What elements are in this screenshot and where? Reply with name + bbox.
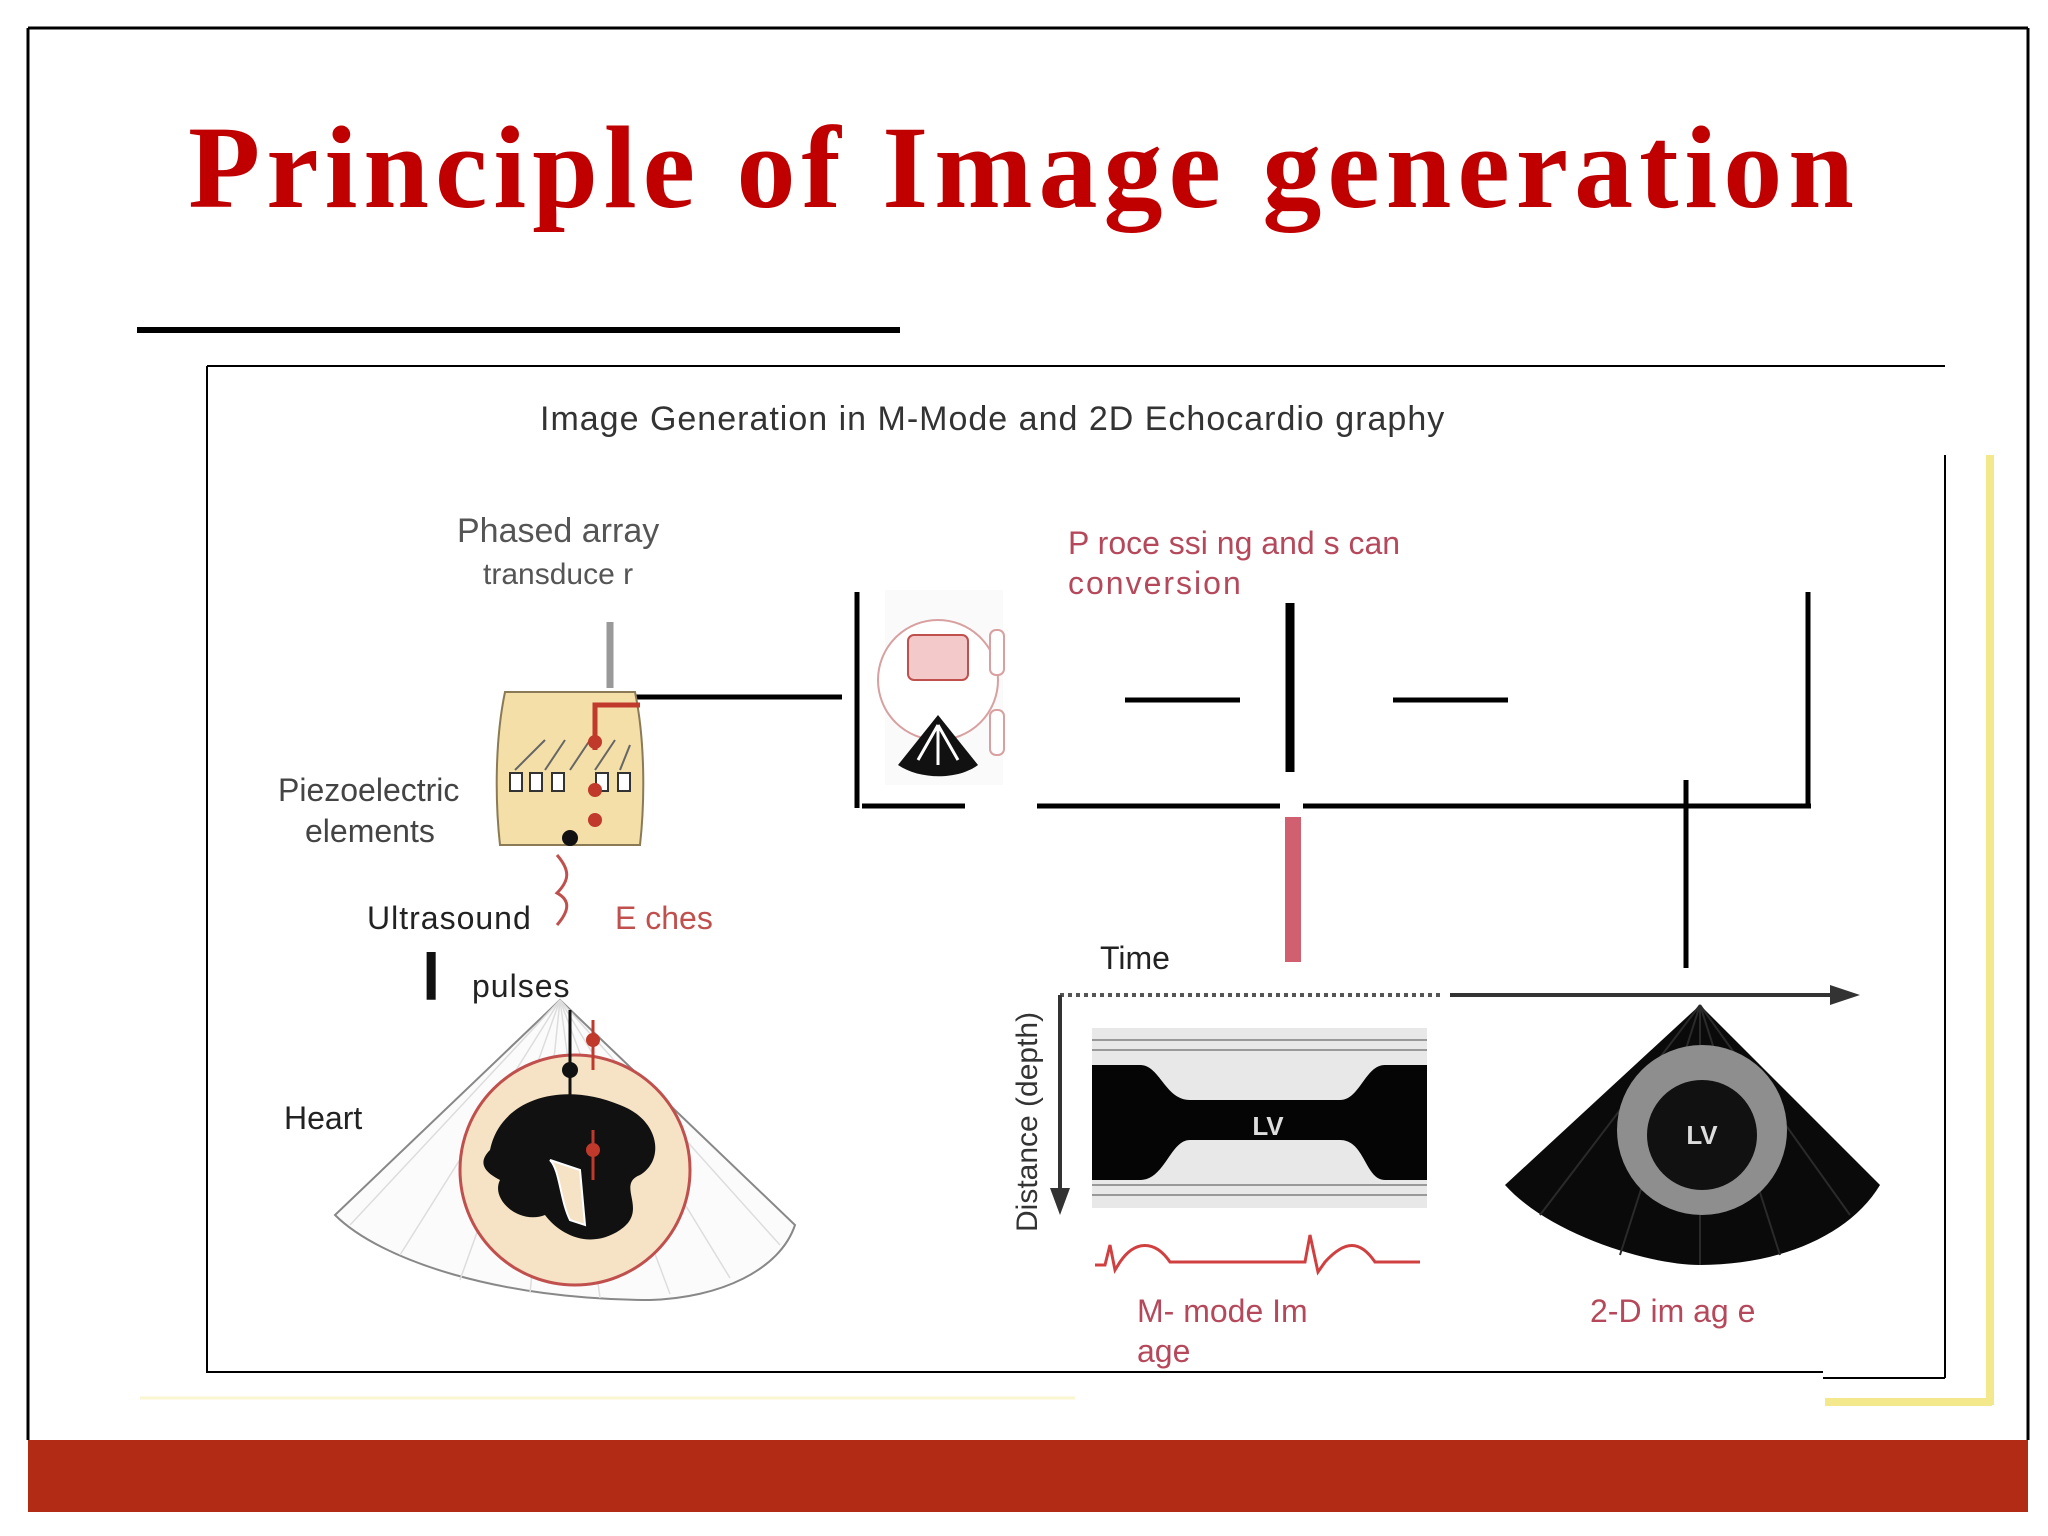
slide-title: Principle of Image generation: [188, 102, 1860, 233]
mmode-lv-label: LV: [1252, 1111, 1284, 1141]
piezo-label-line2: elements: [305, 813, 435, 849]
footer-bar: [28, 1440, 2028, 1512]
transducer-illustration: [495, 691, 645, 846]
svg-text:l: l: [422, 940, 440, 1014]
processing-thumbnail: [877, 590, 1005, 785]
phased-array-label: Phased array: [457, 512, 660, 550]
depth-arrow-icon: [1050, 1188, 1070, 1215]
time-arrow-icon: [1830, 985, 1860, 1005]
processing-label-line2: conversion: [1068, 565, 1243, 601]
time-label: Time: [1100, 940, 1170, 976]
processing-label-line1: P roce ssi ng and s can: [1068, 525, 1401, 561]
mmode-label-line2: age: [1137, 1333, 1191, 1369]
twod-lv-label: LV: [1686, 1120, 1718, 1150]
heart-scan-illustration: [333, 998, 797, 1302]
mmode-image: LV: [1092, 1028, 1427, 1208]
distance-axis-label: Distance (depth): [1011, 1012, 1044, 1232]
twod-image: LV: [1505, 1004, 1880, 1265]
echoes-label: E ches: [615, 900, 713, 936]
mmode-label-line1: M- mode Im: [1137, 1293, 1308, 1329]
ecg-trace: [1095, 1234, 1420, 1276]
transducer-label: transduce r: [483, 558, 634, 591]
twod-label: 2-D im ag e: [1590, 1293, 1756, 1329]
pulses-label: pulses: [472, 968, 571, 1004]
piezo-label-line1: Piezoelectric: [278, 772, 460, 808]
connector-lines: [610, 592, 1811, 968]
ultrasound-label: Ultrasound: [367, 900, 532, 936]
processing-output-bar: [1285, 817, 1301, 962]
heart-label: Heart: [284, 1100, 363, 1136]
figure-caption: Image Generation in M-Mode and 2D Echoca…: [540, 400, 1446, 438]
